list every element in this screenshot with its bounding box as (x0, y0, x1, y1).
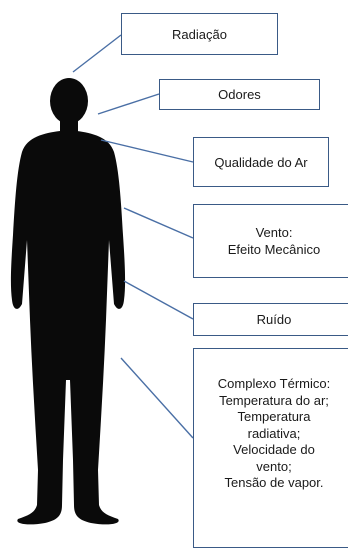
factor-label-complexo-title: Complexo Térmico: (217, 376, 331, 391)
connector-radiacao (72, 34, 122, 73)
factor-label-vento-detail: Efeito Mecânico (227, 242, 321, 257)
factor-label-complexo-line: Temperatura (237, 409, 311, 424)
connector-complexo (120, 357, 194, 439)
factor-label-radiacao: Radiação (172, 26, 227, 42)
connector-vento (123, 207, 194, 239)
factor-box-radiacao: Radiação (121, 13, 278, 55)
connector-lines (72, 34, 194, 439)
human-silhouette-icon (10, 78, 126, 525)
factor-label-vento-title: Vento: (255, 225, 293, 240)
factor-label-qualidade-ar: Qualidade do Ar (214, 154, 308, 170)
factor-box-qualidade-ar: Qualidade do Ar (193, 137, 329, 187)
factor-box-ruido: Ruído (193, 303, 348, 336)
factor-box-vento: Vento: Efeito Mecânico (193, 204, 348, 278)
factor-box-odores: Odores (159, 79, 320, 110)
connector-ruido (123, 280, 194, 320)
factor-label-ruido: Ruído (256, 312, 292, 327)
connector-ar (100, 139, 194, 163)
factor-label-complexo-line: radiativa; (247, 425, 301, 441)
factor-label-complexo-line: vento; (256, 458, 292, 474)
factor-label-complexo-line: Velocidade do (233, 442, 315, 457)
factor-label-complexo-line: Temperatura do ar; (219, 392, 329, 408)
factor-label-odores: Odores (218, 87, 261, 102)
connector-odores (97, 93, 160, 115)
factor-box-complexo-termico: Complexo Térmico: Temperatura do ar; Tem… (193, 348, 348, 548)
factor-label-complexo-line: Tensão de vapor. (224, 475, 324, 490)
